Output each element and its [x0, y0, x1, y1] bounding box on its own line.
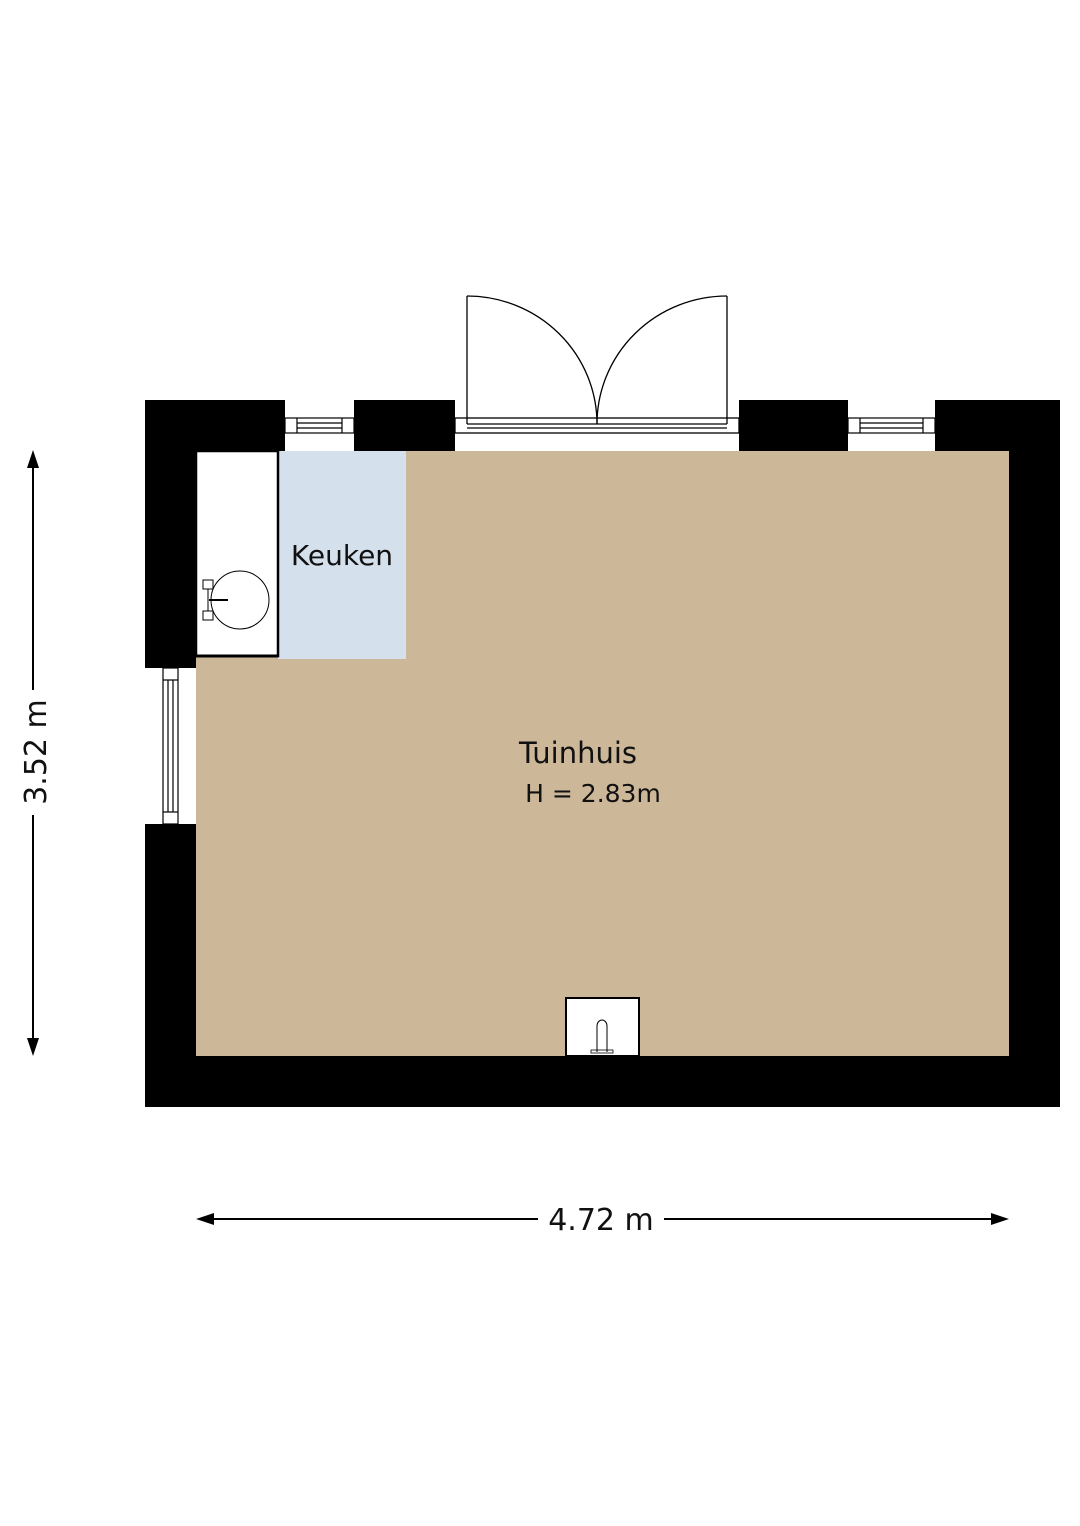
window-top-right	[847, 417, 936, 434]
dimension-depth	[27, 450, 39, 1056]
room-height-label: H = 2.83m	[525, 779, 661, 808]
dimension-width-label: 4.72 m	[548, 1203, 654, 1238]
stove-icon	[565, 997, 640, 1057]
sink-icon	[202, 570, 270, 630]
window-left	[162, 667, 179, 825]
room-label-tuinhuis: Tuinhuis	[518, 736, 637, 770]
double-door-swing-icon	[454, 295, 740, 434]
window-top-left	[284, 417, 355, 434]
dimension-width	[196, 1213, 1009, 1225]
floor-keuken	[278, 451, 406, 659]
walls	[145, 400, 1060, 1107]
room-label-keuken: Keuken	[291, 539, 393, 572]
dimension-depth-label: 3.52 m	[19, 699, 54, 805]
